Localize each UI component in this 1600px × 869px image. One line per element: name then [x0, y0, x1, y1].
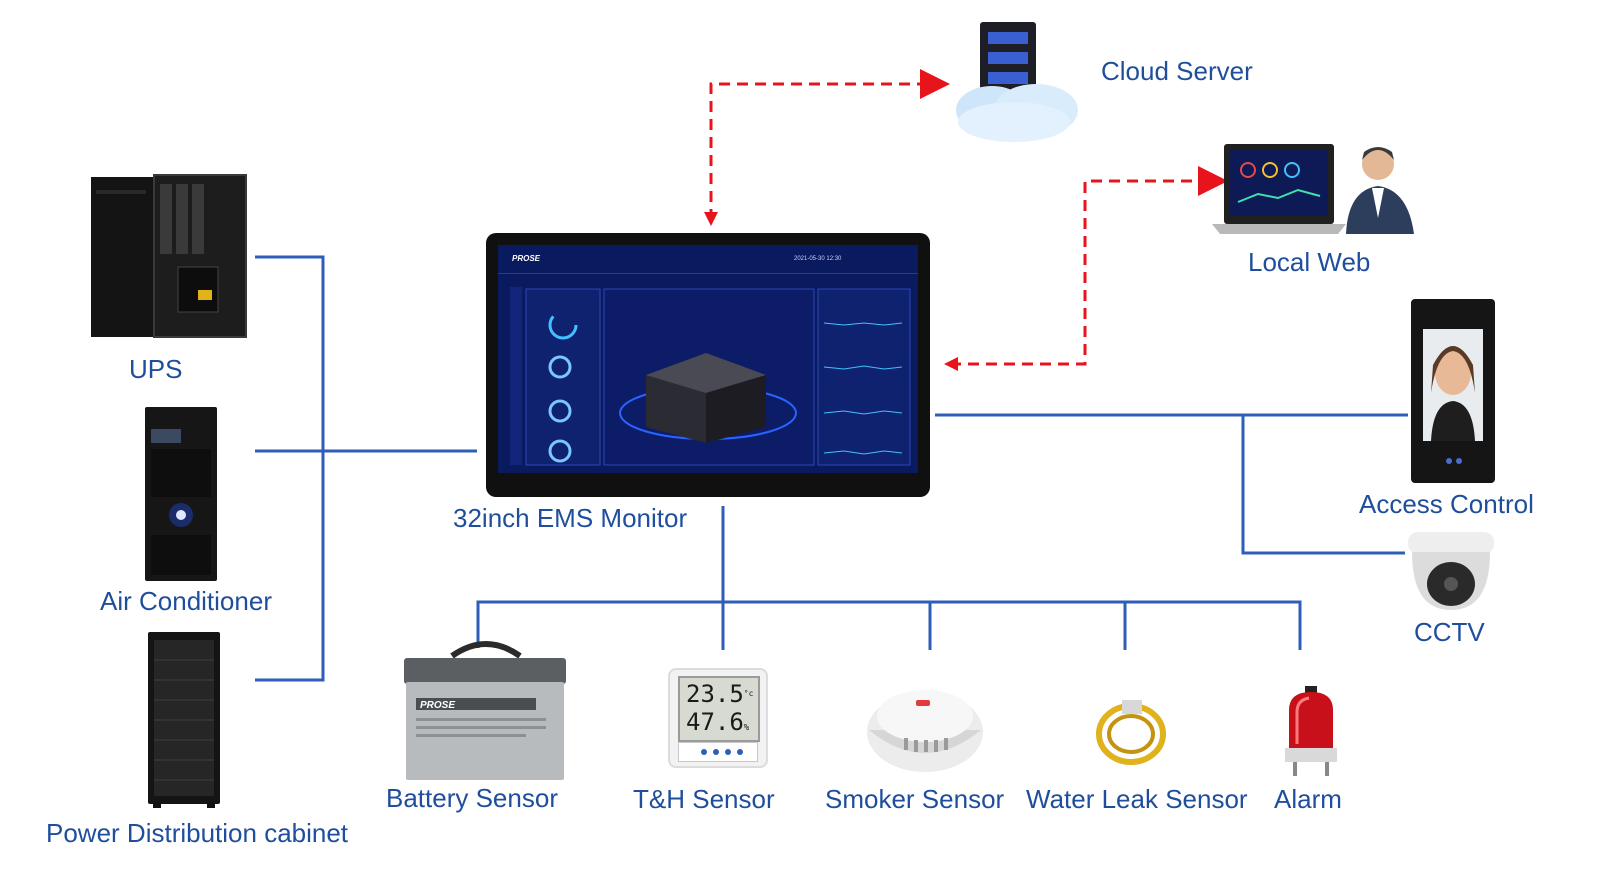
cctv-label: CCTV — [1414, 617, 1485, 647]
temperature-unit: °c — [743, 689, 754, 698]
network-links — [709, 69, 1228, 366]
dashboard-graphics — [498, 273, 918, 466]
power-distribution-cabinet-label: Power Distribution cabinet — [46, 818, 349, 848]
monitor-screen: PROSE 2021-05-30 12:30 — [498, 245, 918, 473]
cctv-link — [1241, 415, 1405, 555]
water-leak-sensor-label: Water Leak Sensor — [1026, 784, 1248, 814]
smoke-sensor-icon — [867, 690, 983, 772]
cloud-server-label: Cloud Server — [1101, 56, 1253, 86]
th-keypad — [678, 742, 758, 762]
alarm-label: Alarm — [1274, 784, 1342, 814]
local-web-icon — [1212, 144, 1414, 234]
smoke-sensor-label: Smoker Sensor — [825, 784, 1005, 814]
th-sensor-icon: 23.5°c 47.6% — [668, 668, 768, 768]
ups-link — [255, 255, 325, 682]
cloud-server-icon — [956, 22, 1078, 142]
humidity-unit: % — [743, 723, 750, 733]
ems-monitor-label: 32inch EMS Monitor — [453, 503, 688, 533]
air-conditioner-icon — [145, 407, 217, 581]
web-link-arrowhead — [944, 357, 958, 371]
access-control-icon — [1411, 299, 1495, 483]
alarm-icon — [1285, 686, 1337, 776]
power-distribution-cabinet-icon — [148, 632, 220, 808]
temperature-value: 23.5 — [686, 680, 744, 708]
screen-datetime: 2021-05-30 12:30 — [794, 256, 842, 262]
humidity-value: 47.6 — [686, 708, 744, 736]
cloud-link — [709, 69, 950, 220]
battery-sensor-label: Battery Sensor — [386, 783, 558, 813]
ups-label: UPS — [129, 354, 183, 384]
screen-brand: PROSE — [512, 254, 541, 263]
access-control-label: Access Control — [1359, 489, 1534, 519]
sensor-bus — [476, 600, 1302, 650]
web-link — [950, 166, 1228, 366]
th-display: 23.5°c 47.6% — [678, 676, 760, 742]
th-sensor-label: T&H Sensor — [633, 784, 775, 814]
battery-brand: PROSE — [420, 700, 455, 711]
cloud-link-arrowhead — [704, 212, 718, 226]
local-web-label: Local Web — [1248, 247, 1371, 277]
wired-links — [255, 255, 1408, 682]
ups-icon — [91, 174, 247, 338]
battery-icon: PROSE — [404, 641, 566, 780]
air-conditioner-label: Air Conditioner — [100, 586, 272, 616]
ems-monitor: PROSE 2021-05-30 12:30 — [486, 233, 930, 497]
water-leak-sensor-icon — [1096, 700, 1166, 765]
cctv-icon — [1408, 532, 1494, 610]
